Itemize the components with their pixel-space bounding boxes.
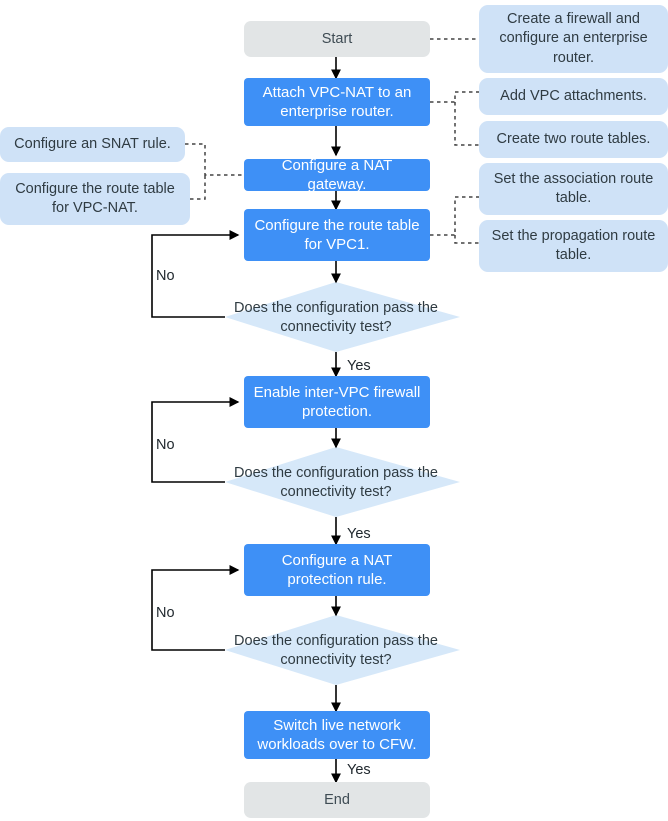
leader-attach-to-note2	[454, 102, 479, 146]
node-configure-nat-protection-rule-label: Configure a NAT protection rule.	[281, 551, 393, 589]
edge-label-yes-2: Yes	[347, 526, 371, 542]
note-set-propagation-route-table-label: Set the propagation route table.	[491, 227, 656, 263]
node-enable-inter-vpc-firewall[interactable]: Enable inter-VPC firewall protection.	[244, 376, 430, 428]
note-configure-route-table-vpc-nat-label: Configure the route table for VPC-NAT.	[15, 180, 175, 216]
edge-label-no-2-text: No	[156, 437, 175, 453]
edge-label-no-1-text: No	[156, 268, 175, 284]
node-end[interactable]: End	[244, 782, 430, 818]
leader-routevpc1-trunk	[430, 196, 479, 236]
edge-decision3-no-loop	[151, 565, 240, 651]
decision-diamond-2	[225, 447, 460, 517]
edge-label-no-1: No	[156, 268, 175, 284]
note-configure-route-table-vpc-nat[interactable]: Configure the route table for VPC-NAT.	[0, 173, 190, 225]
leader-note-routetable-to-natgw	[190, 175, 206, 200]
node-configure-nat-protection-rule[interactable]: Configure a NAT protection rule.	[244, 544, 430, 596]
edge-decision1-no-loop	[151, 230, 240, 318]
node-start[interactable]: Start	[244, 21, 430, 57]
edge-label-yes-2-text: Yes	[347, 526, 371, 542]
edge-label-no-2: No	[156, 437, 175, 453]
edge-label-yes-3-text: Yes	[347, 762, 371, 778]
note-set-propagation-route-table[interactable]: Set the propagation route table.	[479, 220, 668, 272]
node-start-label: Start	[321, 30, 353, 47]
note-create-two-route-tables-label: Create two route tables.	[496, 130, 651, 147]
node-attach-vpc-nat[interactable]: Attach VPC-NAT to an enterprise router.	[244, 78, 430, 126]
leader-note-snat-to-natgw	[185, 143, 244, 176]
note-configure-snat-rule-label: Configure an SNAT rule.	[14, 135, 171, 152]
decision-diamond-1	[225, 282, 460, 352]
node-configure-nat-gateway[interactable]: Configure a NAT gateway.	[244, 157, 430, 193]
decision-diamond-3	[225, 615, 460, 685]
edge-label-no-3: No	[156, 605, 175, 621]
note-create-firewall[interactable]: Create a firewall and configure an enter…	[479, 5, 668, 73]
note-create-two-route-tables[interactable]: Create two route tables.	[479, 121, 668, 158]
node-attach-vpc-nat-label: Attach VPC-NAT to an enterprise router.	[262, 83, 412, 121]
node-configure-route-table-vpc1-label: Configure the route table for VPC1.	[254, 216, 420, 254]
edge-label-yes-3: Yes	[347, 762, 371, 778]
leader-routevpc1-to-note5	[454, 235, 479, 244]
node-switch-workloads-to-cfw-label: Switch live network workloads over to CF…	[257, 716, 417, 754]
note-create-firewall-label: Create a firewall and configure an enter…	[499, 10, 648, 66]
note-set-association-route-table-label: Set the association route table.	[493, 170, 654, 206]
leader-attach-trunk	[430, 91, 479, 103]
note-add-vpc-attachments-label: Add VPC attachments.	[500, 87, 647, 104]
node-configure-nat-gateway-label: Configure a NAT gateway.	[281, 156, 393, 194]
edge-label-yes-1-text: Yes	[347, 358, 371, 374]
edge-label-no-3-text: No	[156, 605, 175, 621]
note-set-association-route-table[interactable]: Set the association route table.	[479, 163, 668, 215]
node-enable-inter-vpc-firewall-label: Enable inter-VPC firewall protection.	[253, 383, 421, 421]
note-configure-snat-rule[interactable]: Configure an SNAT rule.	[0, 127, 185, 162]
node-configure-route-table-vpc1[interactable]: Configure the route table for VPC1.	[244, 209, 430, 261]
edge-label-yes-1: Yes	[347, 358, 371, 374]
node-end-label: End	[324, 791, 350, 808]
note-add-vpc-attachments[interactable]: Add VPC attachments.	[479, 78, 668, 115]
node-switch-workloads-to-cfw[interactable]: Switch live network workloads over to CF…	[244, 711, 430, 759]
edge-decision2-no-loop	[151, 397, 240, 483]
